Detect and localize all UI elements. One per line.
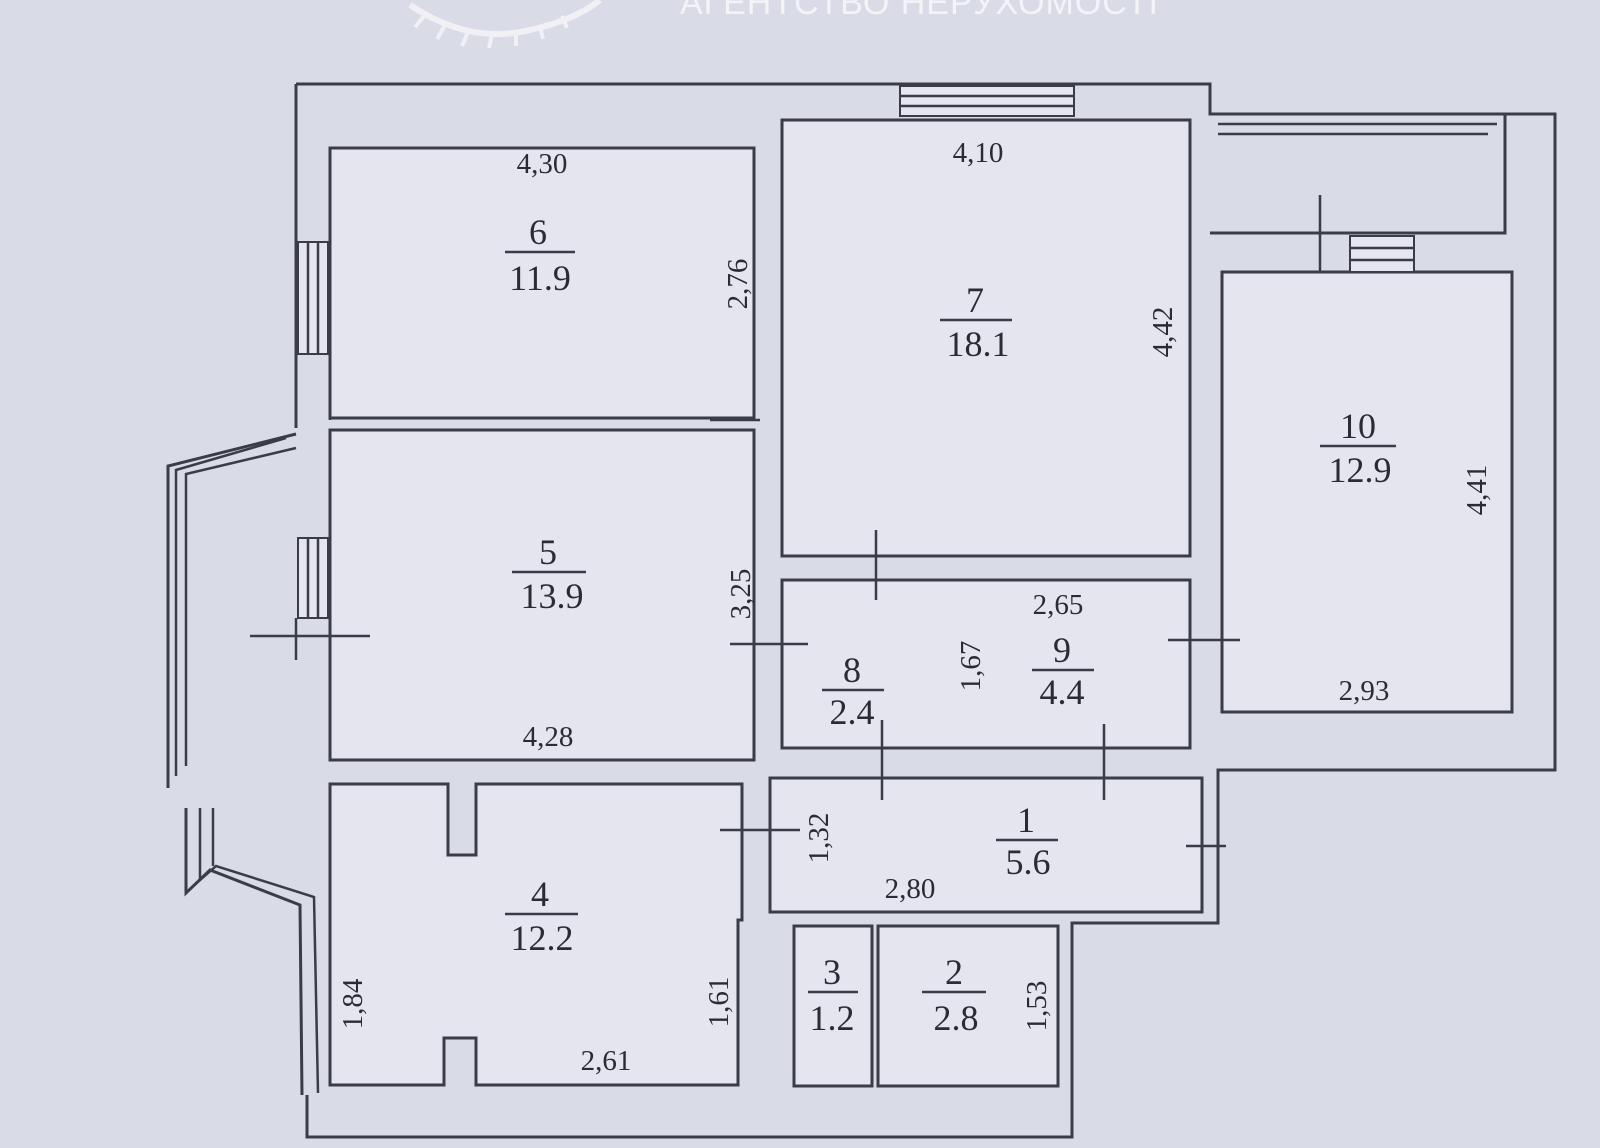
room-2-number: 2 (945, 952, 963, 992)
room-6-area: 11.9 (509, 258, 571, 298)
room-5-area: 13.9 (521, 576, 584, 616)
window-room-5 (297, 537, 329, 619)
room-1-height: 1,32 (803, 813, 835, 864)
room-1-width: 2,80 (885, 873, 936, 905)
room-4-area: 12.2 (511, 918, 574, 958)
window-room-7 (899, 85, 1075, 117)
room-5-height: 3,25 (725, 569, 757, 620)
room-4-width: 2,61 (581, 1045, 632, 1077)
room-10-number: 10 (1340, 406, 1376, 446)
window-room-10 (1349, 235, 1415, 273)
room-3-number: 3 (823, 952, 841, 992)
room-3 (792, 924, 874, 1088)
room-6-height: 2,76 (722, 259, 754, 310)
room-1 (768, 776, 1204, 914)
room-10-area: 12.9 (1329, 450, 1392, 490)
room-10-width: 2,93 (1339, 675, 1390, 707)
room-9-height: 1,67 (955, 641, 987, 692)
room-7-width: 4,10 (953, 137, 1004, 169)
window-room-6 (297, 241, 329, 355)
room-10 (1220, 270, 1514, 714)
room-10-height: 4,41 (1461, 465, 1493, 516)
room-7-height: 4,42 (1147, 307, 1179, 358)
room-2 (876, 924, 1060, 1088)
balcony-right-upper (1210, 112, 1507, 310)
watermark-text: АГЕНТСТВО НЕРУХОМОСТІ (680, 0, 1159, 22)
room-5-width: 4,28 (523, 721, 574, 753)
room-1-area: 5.6 (1006, 842, 1051, 882)
room-6-number: 6 (529, 212, 547, 252)
room-9-width: 2,65 (1033, 589, 1084, 621)
room-8-9 (780, 578, 1192, 750)
room-5-number: 5 (539, 532, 557, 572)
room-8-number: 8 (843, 650, 861, 690)
room-4-height-left: 1,84 (337, 978, 369, 1029)
room-9-number: 9 (1053, 630, 1071, 670)
room-2-area: 2.8 (934, 998, 979, 1038)
room-7-number: 7 (966, 280, 984, 320)
room-7-area: 18.1 (947, 324, 1010, 364)
room-9-area: 4.4 (1040, 672, 1085, 712)
room-4-height-right: 1,61 (703, 977, 735, 1028)
balcony-left-upper (166, 432, 297, 788)
dimension-labels: 4,30 2,76 4,10 4,42 4,41 2,93 3,25 4,28 … (337, 137, 1493, 1077)
room-4-number: 4 (531, 874, 549, 914)
room-outlines (328, 118, 1514, 1088)
room-2-height: 1,53 (1021, 981, 1053, 1032)
door-markers (250, 418, 1240, 914)
room-4 (328, 782, 744, 1087)
agency-logo-icon (408, 0, 602, 49)
room-5 (328, 428, 756, 762)
balcony-left-lower (184, 808, 320, 1096)
room-8-area: 2.4 (830, 692, 875, 732)
room-6 (328, 146, 756, 420)
room-3-area: 1.2 (810, 998, 855, 1038)
room-1-number: 1 (1017, 800, 1035, 840)
room-6-width: 4,30 (517, 148, 568, 180)
room-7 (780, 118, 1192, 558)
room-labels: 6 11.9 7 18.1 10 12.9 5 13.9 8 2.4 9 4.4… (505, 212, 1396, 1038)
watermark: АГЕНТСТВО НЕРУХОМОСТІ (408, 0, 1159, 49)
windows (297, 85, 1415, 619)
